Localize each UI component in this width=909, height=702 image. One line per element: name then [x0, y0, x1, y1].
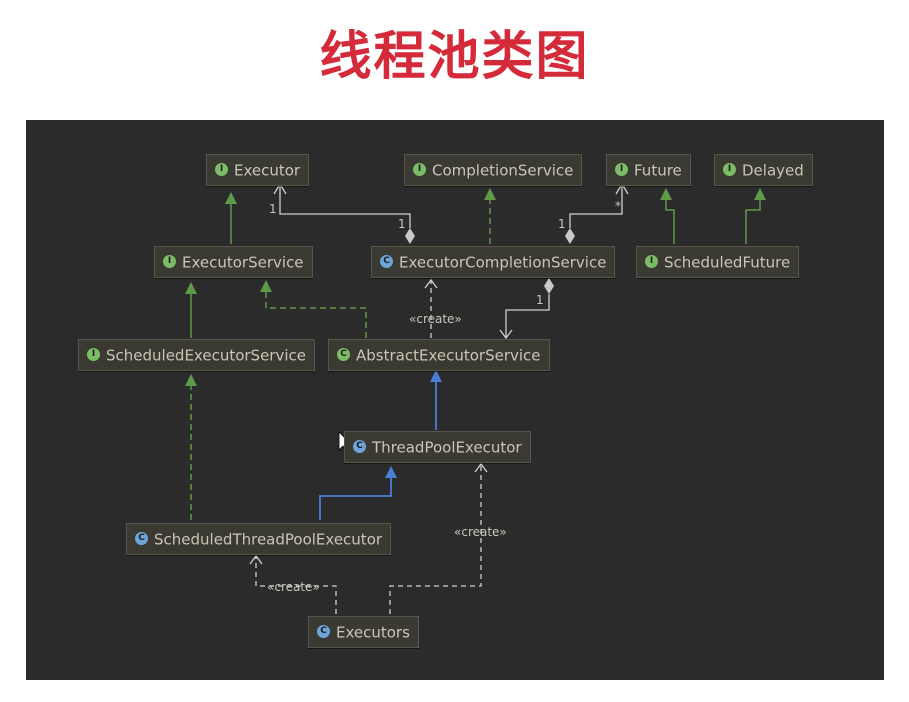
- edge-ecs-executor: [279, 186, 411, 228]
- node-label: Future: [634, 161, 682, 180]
- mult-aes: 1: [536, 293, 544, 307]
- class-icon: C: [353, 440, 366, 453]
- arrowhead: [430, 370, 442, 382]
- diagram-edges: 1 1 1 * 1 «create» «create» «create»: [185, 182, 766, 614]
- node-scheduled-thread-pool-executor[interactable]: C ScheduledThreadPoolExecutor: [126, 523, 392, 555]
- node-label: ThreadPoolExecutor: [372, 438, 522, 457]
- interface-icon: I: [413, 163, 426, 176]
- arrowhead-open: [424, 278, 438, 289]
- node-label: ScheduledExecutorService: [106, 346, 306, 365]
- mult-executor: 1: [269, 202, 277, 216]
- label-create-ecs: «create»: [409, 312, 462, 326]
- interface-icon: I: [615, 163, 628, 176]
- interface-icon: I: [645, 255, 658, 268]
- class-icon: C: [380, 255, 393, 268]
- node-label: Executor: [234, 161, 301, 180]
- arrowhead: [260, 280, 272, 292]
- edge-ecs-aes: [505, 294, 550, 338]
- node-executor-service[interactable]: I ExecutorService: [154, 246, 313, 278]
- interface-icon: I: [87, 348, 100, 361]
- edge-stpe-tpe: [319, 476, 392, 520]
- class-icon: C: [135, 532, 148, 545]
- arrowhead-open: [249, 554, 263, 565]
- node-label: ScheduledThreadPoolExecutor: [154, 530, 383, 549]
- abstract-class-icon: C: [337, 348, 350, 361]
- interface-icon: I: [215, 163, 228, 176]
- edge-create-tpe: [389, 464, 482, 614]
- diamond: [405, 228, 415, 244]
- arrowhead: [754, 188, 766, 200]
- node-label: ExecutorCompletionService: [399, 253, 607, 272]
- interface-icon: I: [163, 255, 176, 268]
- edge-sf-delayed: [745, 200, 761, 244]
- diamond: [565, 228, 575, 244]
- node-label: Delayed: [742, 161, 804, 180]
- label-create-tpe: «create»: [454, 525, 507, 539]
- node-abstract-executor-service[interactable]: C AbstractExecutorService: [328, 339, 550, 371]
- mult-ecs-future: 1: [558, 217, 566, 231]
- node-thread-pool-executor[interactable]: C ThreadPoolExecutor: [344, 431, 531, 463]
- interface-icon: I: [723, 163, 736, 176]
- node-label: CompletionService: [432, 161, 574, 180]
- node-scheduled-executor-service[interactable]: I ScheduledExecutorService: [78, 339, 315, 371]
- label-create-stpe: «create»: [267, 580, 320, 594]
- node-label: ScheduledFuture: [664, 253, 791, 272]
- node-future[interactable]: I Future: [606, 154, 691, 186]
- arrowhead: [225, 192, 237, 204]
- node-scheduled-future[interactable]: I ScheduledFuture: [636, 246, 800, 278]
- node-delayed[interactable]: I Delayed: [714, 154, 813, 186]
- arrowhead: [484, 188, 496, 200]
- arrowhead: [660, 188, 672, 200]
- node-executors[interactable]: C Executors: [308, 616, 419, 648]
- page-title: 线程池类图: [319, 27, 590, 87]
- edge-create-stpe: [255, 556, 337, 614]
- diagram-canvas: 1 1 1 * 1 «create» «create» «create» I Ex…: [26, 120, 884, 680]
- arrowhead-open: [499, 329, 513, 340]
- node-label: ExecutorService: [182, 253, 304, 272]
- node-completion-service[interactable]: I CompletionService: [404, 154, 583, 186]
- mult-future: *: [615, 199, 621, 213]
- node-label: Executors: [336, 623, 410, 642]
- class-icon: C: [317, 625, 330, 638]
- diamond: [544, 278, 554, 294]
- mult-ecs-executor: 1: [398, 217, 406, 231]
- arrowhead: [185, 282, 197, 294]
- arrowhead: [185, 374, 197, 386]
- edge-sf-future: [665, 200, 675, 244]
- edge-ecs-future: [569, 186, 623, 228]
- arrowhead-open: [474, 462, 488, 473]
- node-label: AbstractExecutorService: [356, 346, 541, 365]
- edge-aes-es: [265, 290, 367, 338]
- node-executor-completion-service[interactable]: C ExecutorCompletionService: [371, 246, 616, 278]
- arrowhead: [385, 466, 397, 478]
- node-executor[interactable]: I Executor: [206, 154, 310, 186]
